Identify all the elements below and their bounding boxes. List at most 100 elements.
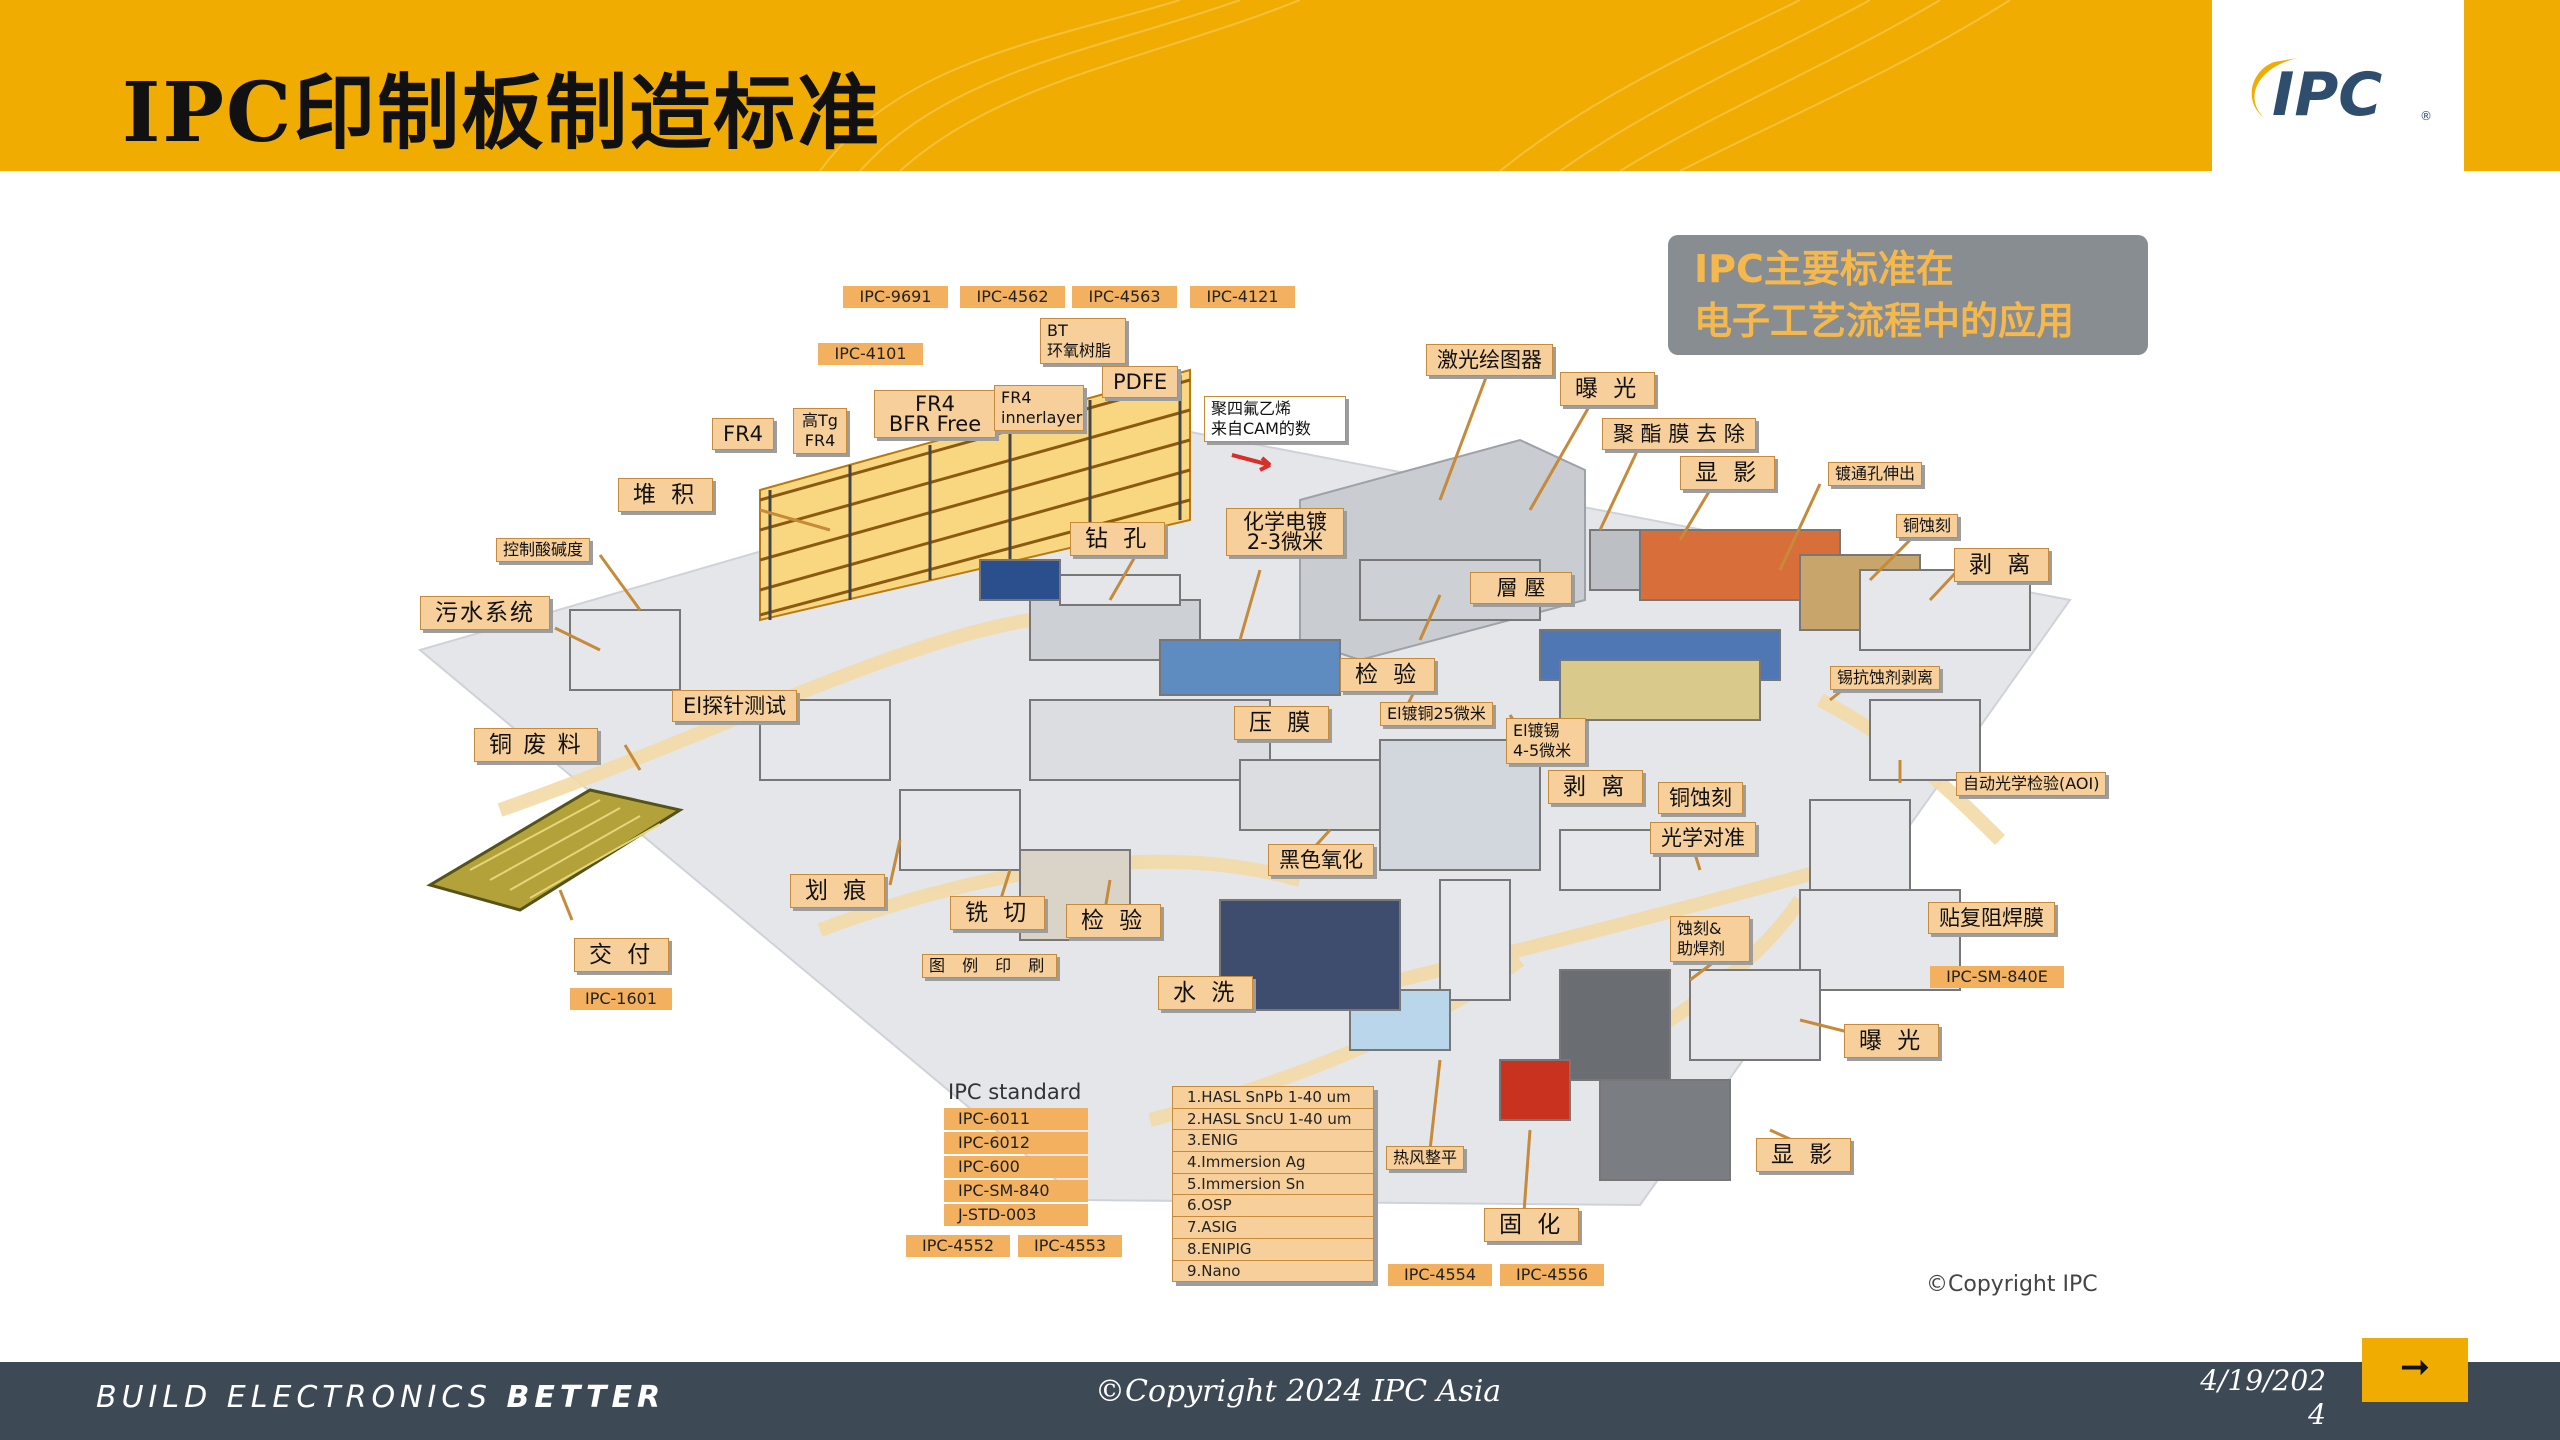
process-machines <box>569 529 2031 1181</box>
image-copyright: ©Copyright IPC <box>1926 1272 2098 1297</box>
label-chem-plating: 化学电镀 2-3微米 <box>1226 508 1344 556</box>
label-el-copper-plating: El镀铜25微米 <box>1380 702 1493 726</box>
label-strip-mid: 剥 离 <box>1548 770 1644 804</box>
label-lamination: 層 壓 <box>1470 572 1572 604</box>
label-milling: 铣 切 <box>950 896 1046 930</box>
std-ipc-4101: IPC-4101 <box>818 343 923 365</box>
std-ipc-9691: IPC-9691 <box>843 286 948 308</box>
legend-item-ipc-6012: IPC-6012 <box>944 1132 1088 1154</box>
label-wastewater: 污水系统 <box>420 596 550 630</box>
label-develop-top: 显 影 <box>1680 456 1776 490</box>
finish-item: 9.Nano <box>1187 1261 1241 1280</box>
label-bt-line1: BT <box>1047 321 1068 340</box>
label-copper-etch-top: 铜蚀刻 <box>1896 514 1959 538</box>
surface-finish-list: 1.HASL SnPb 1-40 um 2.HASL SncU 1-40 um … <box>1172 1086 1374 1283</box>
label-black-oxide: 黑色氧化 <box>1268 844 1374 876</box>
next-slide-button[interactable]: ➞ <box>2362 1338 2468 1402</box>
std-ipc-4121: IPC-4121 <box>1190 286 1295 308</box>
label-ptfe-line2: 来自CAM的数 <box>1211 419 1311 438</box>
label-fr4-bfr-free: FR4 BFR Free <box>874 390 996 438</box>
footer-date: 4/19/2024 <box>2200 1364 2326 1431</box>
label-cure: 固 化 <box>1484 1208 1580 1242</box>
arrow-right-icon: ➞ <box>2399 1347 2431 1388</box>
pcb-board <box>426 788 684 912</box>
legend-item-ipc-sm-840: IPC-SM-840 <box>944 1180 1088 1202</box>
label-film-removal: 聚 酯 膜 去 除 <box>1602 418 1756 450</box>
label-bfr-line1: FR4 <box>914 392 956 416</box>
label-inspect-low: 检 验 <box>1066 904 1162 938</box>
label-inspect-mid: 检 验 <box>1340 658 1436 692</box>
label-ph-control: 控制酸碱度 <box>496 538 591 562</box>
label-tin-resist-strip: 锡抗蚀剂剥离 <box>1830 666 1941 690</box>
label-pdfe: PDFE <box>1102 366 1179 398</box>
legend-title: IPC standard <box>948 1080 1082 1104</box>
label-bt-epoxy: BT 环氧树脂 <box>1040 318 1126 364</box>
finish-item: 4.Immersion Ag <box>1173 1152 1373 1174</box>
label-etch-flux-line1: 蚀刻& <box>1677 919 1722 938</box>
ipc-logo: IPC ® <box>2212 0 2464 171</box>
label-via-plating: 镀通孔伸出 <box>1828 462 1923 486</box>
std-ipc-4553: IPC-4553 <box>1018 1235 1122 1257</box>
finish-item: 7.ASIG <box>1173 1217 1373 1239</box>
std-ipc-4554: IPC-4554 <box>1388 1264 1492 1286</box>
header-decor-lines <box>819 0 2011 171</box>
label-strip-top: 剥 离 <box>1954 548 2050 582</box>
label-fr4: FR4 <box>712 418 775 450</box>
label-laser-plotter: 激光绘图器 <box>1426 344 1553 376</box>
tagline-bold: BETTER <box>506 1380 666 1415</box>
label-high-tg-line1: 高Tg <box>802 411 838 430</box>
callout-line-2: 电子工艺流程中的应用 <box>1694 299 2075 343</box>
label-ptfe-line1: 聚四氟乙烯 <box>1211 399 1292 418</box>
std-ipc-sm-840e: IPC-SM-840E <box>1930 966 2064 988</box>
label-bfr-line2: BFR Free <box>888 412 982 436</box>
logo-text: IPC <box>2272 60 2382 130</box>
finish-item: 5.Immersion Sn <box>1173 1174 1373 1196</box>
page-title: IPC印制板制造标准 <box>122 65 882 161</box>
tagline-light: BUILD ELECTRONICS <box>96 1380 507 1415</box>
label-fr4-inner-line2: innerlayer <box>1001 408 1083 427</box>
footer-bar <box>0 1362 2560 1440</box>
label-wash: 水 洗 <box>1158 976 1254 1010</box>
label-scoring: 划 痕 <box>790 874 886 908</box>
std-ipc-4552: IPC-4552 <box>906 1235 1010 1257</box>
label-copper-etch-mid: 铜蚀刻 <box>1658 782 1743 814</box>
label-etch-flux-line2: 助焊剂 <box>1677 939 1726 958</box>
std-ipc-4562: IPC-4562 <box>960 286 1065 308</box>
label-drill: 钻 孔 <box>1070 522 1166 556</box>
label-exposure-top: 曝 光 <box>1560 372 1656 406</box>
label-et-probe-test: El探针测试 <box>672 690 798 722</box>
label-chem-plating-line1: 化学电镀 <box>1243 510 1327 534</box>
label-develop-low: 显 影 <box>1756 1138 1852 1172</box>
finish-item: 1.HASL SnPb 1-40 um <box>1173 1087 1373 1109</box>
label-el-tin-plating: El镀锡 4-5微米 <box>1506 718 1586 764</box>
finish-item: 2.HASL SncU 1-40 um <box>1173 1109 1373 1131</box>
label-fr4-innerlayer: FR4 innerlayer <box>994 385 1084 431</box>
callout-line-1: IPC主要标准在 <box>1694 247 1954 291</box>
label-legend-print: 图 例 印 刷 <box>922 954 1058 978</box>
footer-copyright: ©Copyright 2024 IPC Asia <box>1095 1374 1502 1409</box>
label-high-tg: 高Tg FR4 <box>793 408 847 454</box>
label-copper-waste: 铜 废 料 <box>474 728 598 762</box>
label-ptfe: 聚四氟乙烯 来自CAM的数 <box>1204 396 1346 442</box>
label-bt-line2: 环氧树脂 <box>1047 341 1112 360</box>
label-high-tg-line2: FR4 <box>804 431 836 450</box>
label-etch-flux: 蚀刻& 助焊剂 <box>1670 916 1750 962</box>
label-chem-plating-line2: 2-3微米 <box>1246 530 1324 554</box>
label-exposure-low: 曝 光 <box>1844 1024 1940 1058</box>
footer-tagline: BUILD ELECTRONICS BETTER <box>96 1380 665 1415</box>
label-el-tin-line1: El镀锡 <box>1513 721 1560 740</box>
label-stack: 堆 积 <box>618 478 714 512</box>
callout-box: IPC主要标准在 电子工艺流程中的应用 <box>1668 235 2148 355</box>
std-ipc-1601: IPC-1601 <box>570 988 672 1010</box>
label-delivery: 交 付 <box>574 938 670 972</box>
logo-swoosh <box>2251 58 2298 118</box>
header-bar <box>0 0 2560 171</box>
finish-item: 8.ENIPIG <box>1173 1239 1373 1261</box>
label-optical-align: 光学对准 <box>1650 822 1756 854</box>
label-aoi: 自动光学检验(AOI) <box>1956 772 2107 796</box>
std-ipc-4563: IPC-4563 <box>1072 286 1177 308</box>
label-fr4-inner-line1: FR4 <box>1001 388 1032 407</box>
std-ipc-4556: IPC-4556 <box>1500 1264 1604 1286</box>
label-press-film: 压 膜 <box>1234 706 1330 740</box>
